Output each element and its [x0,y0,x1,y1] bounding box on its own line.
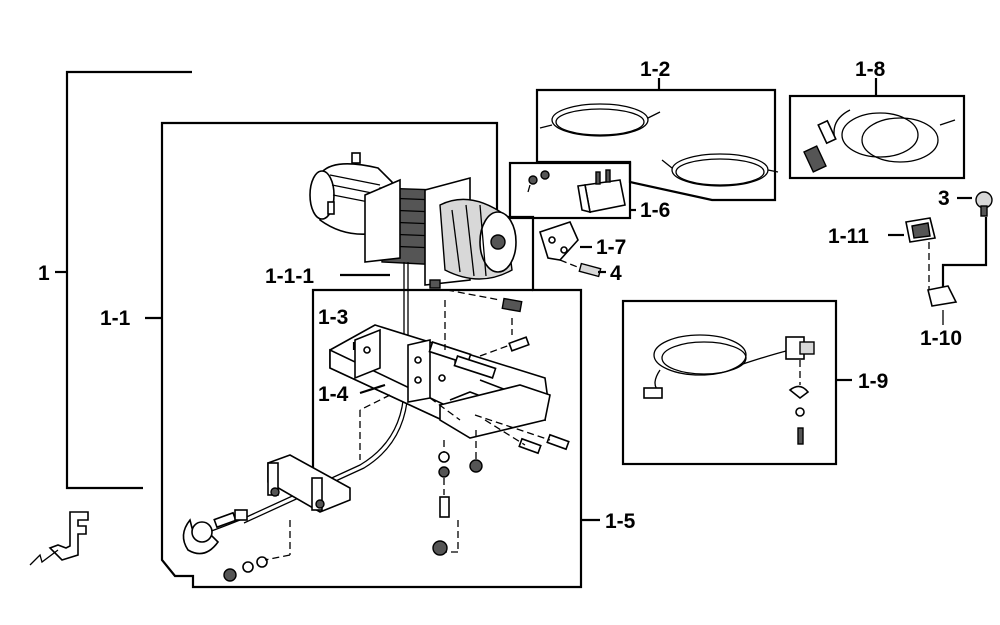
label-1-2: 1-2 [640,58,670,81]
hook [182,509,248,555]
label-1-5: 1-5 [605,510,636,533]
box-1-9 [621,299,838,466]
label-1-9: 1-9 [858,370,888,393]
bracket-1 [55,70,192,490]
label-1-1-1: 1-1-1 [265,265,314,288]
frame-1-5 [311,288,533,470]
bracket-1-7 [539,221,602,278]
label-1-8: 1-8 [855,58,886,81]
parts-right [905,191,993,307]
label-1-6: 1-6 [640,199,670,222]
leaders [340,196,972,395]
relay-1-6 [527,169,626,214]
fasteners [223,279,570,582]
frame-1-1 [160,121,583,589]
label-1-1: 1-1 [100,307,131,330]
label-1-3: 1-3 [318,306,348,329]
label-1-7: 1-7 [596,236,626,259]
front-direction-icon [29,511,89,566]
label-4: 4 [610,262,622,285]
label-1-10: 1-10 [920,327,962,350]
plate-base [439,384,551,439]
cables-1-2 [539,103,779,187]
switch-1-9 [643,334,815,445]
fairlead [267,454,351,513]
label-1: 1 [38,262,50,285]
box-1-6 [508,161,632,220]
winch-assembly-icon [309,152,517,286]
label-3: 3 [938,187,950,210]
label-1-4: 1-4 [318,383,349,406]
harness-1-8 [803,109,956,173]
bracket-1-10 [941,217,988,294]
label-1-11: 1-11 [828,225,869,248]
